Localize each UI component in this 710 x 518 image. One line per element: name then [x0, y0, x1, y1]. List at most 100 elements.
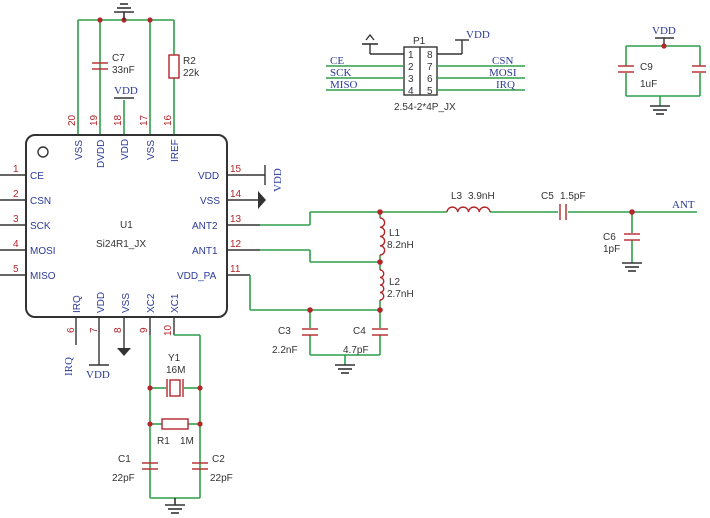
u1-body: [25, 134, 228, 318]
rf-matching-network: L3 3.9nH C5 1.5pF ANT C6 1pF L1 8.2nH L2: [249, 191, 697, 374]
c9-decoupling: VDD C9 1uF: [618, 25, 706, 115]
p1-pin-number: 8: [427, 50, 433, 61]
ground-symbol: [165, 498, 185, 514]
ground-symbol: [114, 3, 134, 20]
capacitor-c7: [92, 62, 108, 70]
pin-number: 17: [139, 114, 150, 126]
junction-dot: [197, 421, 203, 427]
pin-number: 15: [230, 164, 242, 175]
pin-name: IRQ: [72, 295, 83, 313]
pin-name: MISO: [30, 271, 56, 282]
pin-name: VSS: [121, 293, 132, 313]
r1-ref: R1: [157, 436, 170, 447]
u1-top-pins: 20 19 18 17 16 VSS DVDD VDD VSS IREF: [67, 114, 181, 168]
c7-value: 33nF: [112, 65, 135, 76]
pin-name: VSS: [74, 140, 85, 160]
ground-symbol: [335, 364, 355, 374]
p1-value: 2.54-2*4P_JX: [394, 102, 456, 113]
r1-value: 1M: [180, 436, 194, 447]
vdd-label-pin18: VDD: [114, 85, 138, 97]
pin-number: 5: [13, 264, 19, 275]
l3-ref: L3: [451, 191, 463, 202]
ant-net-label: ANT: [672, 199, 695, 211]
pin-number: 13: [230, 214, 242, 225]
pin-number: 9: [139, 327, 150, 333]
junction-dot: [147, 421, 153, 427]
c1-ref: C1: [118, 454, 131, 465]
c3-value: 2.2nF: [272, 345, 298, 356]
ground-symbol: [117, 348, 131, 356]
pin-number: 8: [113, 327, 124, 333]
capacitor-c1: [142, 462, 158, 470]
ic-u1: U1 Si24R1_JX 1 2 3 4 5 CE CSN SCK MOSI M…: [0, 114, 265, 365]
junction-dot: [377, 259, 383, 265]
pin-name: CE: [30, 171, 44, 182]
c3-ref: C3: [278, 326, 291, 337]
pin-name: VDD: [120, 139, 131, 160]
c1-value: 22pF: [112, 473, 135, 484]
net-label: CSN: [492, 55, 513, 67]
junction-dot: [377, 307, 383, 313]
u1-left-pins: 1 2 3 4 5 CE CSN SCK MOSI MISO: [0, 164, 56, 282]
net-label: SCK: [330, 67, 351, 79]
capacitor-c9: [618, 65, 634, 73]
ground-symbol: [650, 105, 670, 115]
inductor-l1: [379, 217, 386, 256]
pin1-marker: [37, 146, 49, 158]
p1-pin-number: 4: [408, 86, 414, 97]
pin-number: 14: [230, 189, 242, 200]
vdd-label-c9: VDD: [652, 25, 676, 37]
p1-pin-number: 3: [408, 74, 414, 85]
ground-arrow: [365, 33, 375, 41]
pin-name: MOSI: [30, 246, 56, 257]
pin-number: 1: [13, 164, 19, 175]
pin-name: DVDD: [96, 140, 107, 168]
inductor-l3: [446, 206, 491, 213]
r2-ref: R2: [183, 56, 196, 67]
pin-name: SCK: [30, 221, 51, 232]
c2-ref: C2: [212, 454, 225, 465]
pin-number: 18: [113, 114, 124, 126]
irq-net-label: IRQ: [63, 357, 75, 376]
inductor-l2: [379, 269, 385, 301]
p1-pin-number: 7: [427, 62, 433, 73]
capacitor-c5: [559, 204, 567, 220]
p1-pin-number: 6: [427, 74, 433, 85]
pin-name: ANT1: [192, 246, 218, 257]
pin-name: CSN: [30, 196, 51, 207]
c7-ref: C7: [112, 53, 125, 64]
l1-value: 8.2nH: [387, 240, 414, 251]
pin-name: VSS: [146, 140, 157, 160]
junction-dot: [377, 209, 383, 215]
pin-name: VDD_PA: [177, 271, 217, 282]
r2-value: 22k: [183, 68, 200, 79]
net-label: MOSI: [489, 67, 517, 79]
pin-name: VSS: [200, 196, 220, 207]
ground-symbol-pin14: [258, 191, 266, 209]
pin-number: 16: [163, 114, 174, 126]
l3-value: 3.9nH: [468, 191, 495, 202]
pin-number: 2: [13, 189, 19, 200]
header-p1: P1 2.54-2*4P_JX 1 2 3 4 8 7 6 5 CE SCK M…: [326, 29, 525, 113]
capacitor-c3: [302, 328, 318, 336]
pin-number: 4: [13, 239, 19, 250]
p1-pin-number: 2: [408, 62, 414, 73]
c5-value: 1.5pF: [560, 191, 586, 202]
pin-name: XC2: [146, 293, 157, 313]
junction-dot: [97, 17, 103, 23]
ground-symbol: [622, 262, 642, 272]
pin-name: VDD: [96, 292, 107, 313]
pin-name: XC1: [170, 293, 181, 313]
pin-name: IREF: [170, 139, 181, 162]
pin-number: 11: [230, 264, 241, 275]
vdd-symbol-pin15: VDD: [264, 165, 284, 192]
crystal-y1: [166, 379, 184, 397]
c2-value: 22pF: [210, 473, 233, 484]
pin-name: ANT2: [192, 221, 218, 232]
net-label: MISO: [330, 79, 358, 91]
capacitor-c6: [624, 233, 640, 241]
net-label: IRQ: [496, 79, 515, 91]
vdd-label-pin7: VDD: [86, 369, 110, 381]
y1-ref: Y1: [168, 353, 181, 364]
pin-number: 10: [163, 324, 174, 336]
